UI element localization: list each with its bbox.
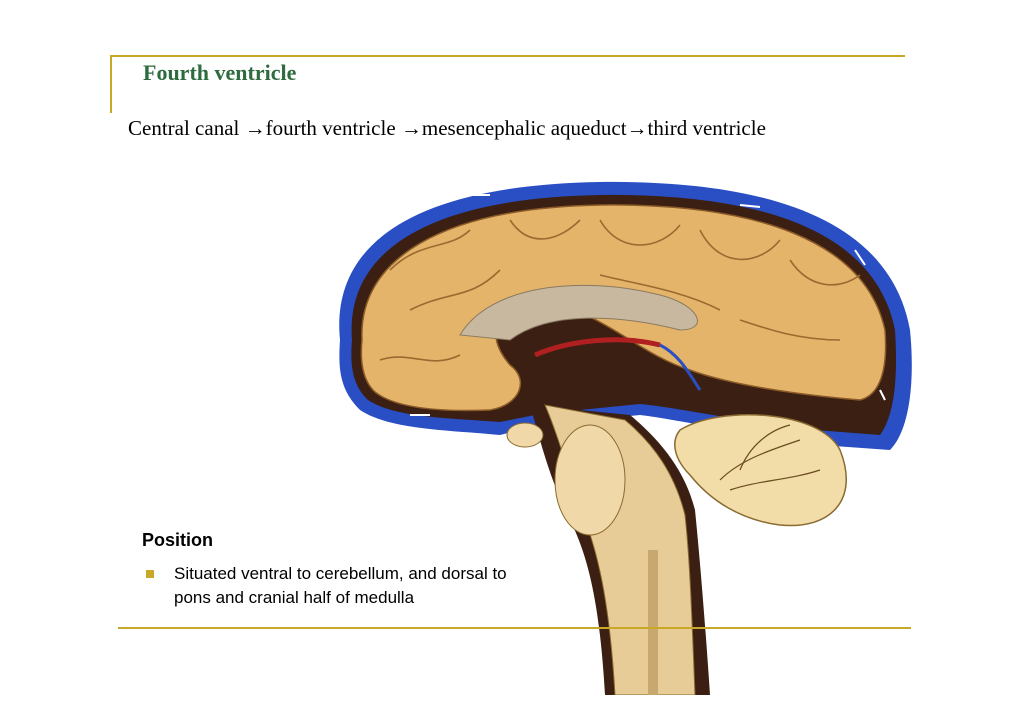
gyri-lines: [379, 219, 861, 362]
pituitary: [506, 422, 544, 448]
position-heading: Position: [142, 530, 213, 550]
bottom-divider: [118, 627, 911, 629]
slide-title: Fourth ventricle: [143, 60, 297, 85]
choroid-plexus: [534, 337, 661, 358]
top-divider: [110, 55, 905, 57]
position-bullet-text: Situated ventral to cerebellum, and dors…: [174, 564, 507, 607]
blue-vessel-line: [659, 343, 702, 391]
cerebellum: [674, 414, 847, 527]
arbor-vitae: [719, 424, 821, 491]
flow-arrows: [410, 194, 886, 549]
title-accent-rule: [110, 55, 112, 113]
bullet-marker: [146, 570, 154, 578]
brain-sagittal-illustration: [339, 181, 912, 695]
corpus-callosum: [459, 284, 698, 341]
central-canal: [648, 550, 658, 695]
pons: [554, 424, 626, 536]
slide-subtitle: Central canal →fourth ventricle →mesence…: [128, 116, 766, 140]
